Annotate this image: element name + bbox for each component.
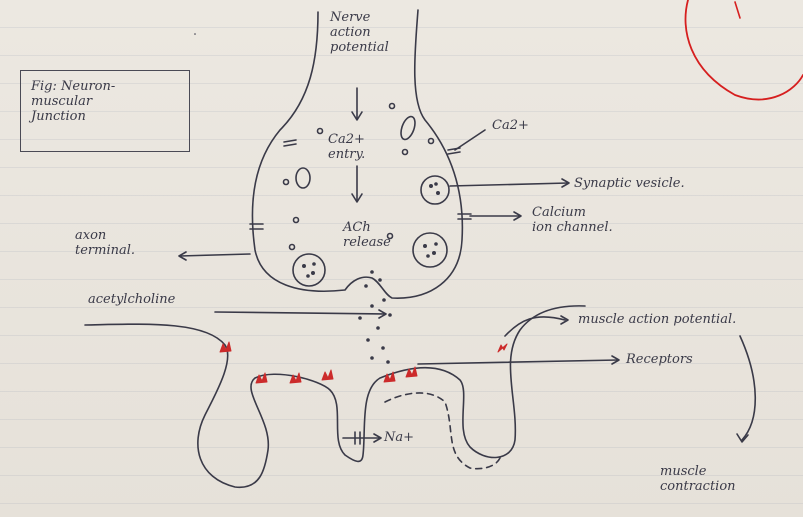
synaptic-vesicle-3 bbox=[293, 254, 325, 286]
label-ca-entry: Ca2+ entry. bbox=[328, 132, 365, 162]
label-na-plus: Na+ bbox=[384, 430, 414, 445]
label-nerve-action-potential: Nerve action potential bbox=[330, 10, 389, 55]
label-synaptic-vesicle: Synaptic vesicle. bbox=[574, 176, 685, 191]
arrow-ca-channel bbox=[455, 130, 485, 150]
margin-mark-tick bbox=[735, 2, 740, 18]
figure-caption-box: Fig: Neuron- muscular Junction bbox=[20, 70, 190, 152]
label-muscle-action-potential: muscle action potential. bbox=[578, 312, 736, 327]
synaptic-vesicle-2 bbox=[413, 233, 447, 267]
acetylcholine-molecules bbox=[358, 270, 392, 364]
synaptic-vesicle-1 bbox=[421, 176, 449, 204]
label-axon-terminal: axon terminal. bbox=[75, 228, 135, 258]
label-acetylcholine: acetylcholine bbox=[88, 292, 175, 307]
label-ca2-plus: Ca2+ bbox=[492, 118, 529, 133]
ion-channel-right-top bbox=[448, 148, 460, 154]
label-ach-release: ACh release bbox=[343, 220, 391, 250]
sodium-channel bbox=[343, 432, 381, 444]
arrow-muscle-action-potential bbox=[505, 316, 568, 336]
figure-caption: Fig: Neuron- muscular Junction bbox=[31, 79, 115, 124]
margin-mark bbox=[685, 0, 803, 99]
small-vesicle-2 bbox=[296, 168, 310, 188]
label-receptors: Receptors bbox=[626, 352, 693, 367]
muscle-membrane bbox=[85, 306, 585, 487]
arrow-synaptic-vesicle bbox=[450, 179, 569, 187]
arrow-muscle-contraction bbox=[737, 336, 755, 442]
ion-channel-left-mid bbox=[250, 224, 263, 229]
ion-channel-left-top bbox=[284, 140, 296, 146]
arrow-axon-terminal bbox=[179, 252, 250, 260]
label-muscle-contraction: muscle contraction bbox=[660, 464, 736, 494]
arrow-receptors bbox=[418, 356, 619, 364]
arrow-calcium-channel bbox=[470, 212, 521, 220]
small-vesicle-1 bbox=[398, 115, 417, 142]
label-calcium-ion-channel: Calcium ion channel. bbox=[532, 205, 613, 235]
ion-channel-right-mid bbox=[458, 214, 471, 219]
